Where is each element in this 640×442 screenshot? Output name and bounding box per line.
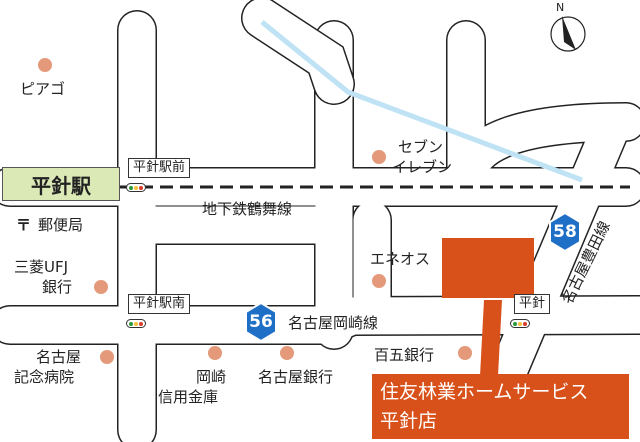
station-label: 平針駅: [2, 167, 120, 201]
target-building: [442, 238, 534, 298]
subway-line-label: 地下鉄鶴舞線: [202, 200, 293, 218]
compass-arrow-icon: [550, 16, 586, 52]
poi-dot-hospital: [100, 350, 114, 364]
river: [260, 20, 583, 183]
okazaki-line-label: 名古屋岡崎線: [288, 314, 379, 332]
poi-dot-okazaki: [208, 346, 222, 360]
poi-dot-nagoya-bank: [280, 346, 294, 360]
callout-pointer: [480, 300, 502, 376]
intersection-hirabari-ekimae: 平針駅前: [128, 158, 191, 179]
poi-mufg-line1: 三菱UFJ: [14, 258, 69, 276]
poi-seven-line2: イレブン: [392, 158, 453, 176]
poi-nagoya-bank: 名古屋銀行: [258, 368, 334, 386]
poi-hospital-line1: 名古屋: [36, 348, 82, 366]
target-branch: 平針店: [380, 410, 438, 432]
poi-post-office: 郵便局: [38, 216, 84, 234]
compass: N: [546, 2, 586, 54]
intersection-hirabari: 平針: [514, 294, 551, 315]
poi-hospital-line2: 記念病院: [14, 368, 75, 386]
poi-seven-line1: セブン: [398, 138, 444, 156]
intersection-hirabari-ekiminami: 平針駅南: [128, 294, 191, 315]
poi-dot-eneos: [372, 274, 386, 288]
poi-eneos: エネオス: [370, 250, 431, 268]
poi-okazaki-line1: 岡崎: [196, 368, 227, 386]
target-name: 住友林業ホームサービス: [380, 381, 589, 403]
signal-hirabari-ekimae: [126, 183, 146, 192]
poi-dot-hyakugo: [458, 346, 472, 360]
signal-hirabari: [510, 319, 530, 328]
route-56-shield: 56: [244, 302, 278, 342]
poi-okazaki-line2: 信用金庫: [158, 388, 219, 406]
target-callout: 住友林業ホームサービス 平針店: [372, 374, 629, 439]
compass-north-label: N: [556, 1, 565, 14]
poi-dot-seven: [372, 150, 386, 164]
post-office-symbol: 〒: [16, 216, 32, 234]
poi-dot-piago: [38, 58, 52, 72]
poi-dot-mufg: [94, 280, 108, 294]
poi-mufg-line2: 銀行: [42, 278, 73, 296]
poi-piago: ピアゴ: [20, 80, 66, 98]
poi-hyakugo: 百五銀行: [374, 346, 435, 364]
route-58-shield: 58: [548, 212, 582, 252]
signal-hirabari-ekiminami: [126, 319, 146, 328]
